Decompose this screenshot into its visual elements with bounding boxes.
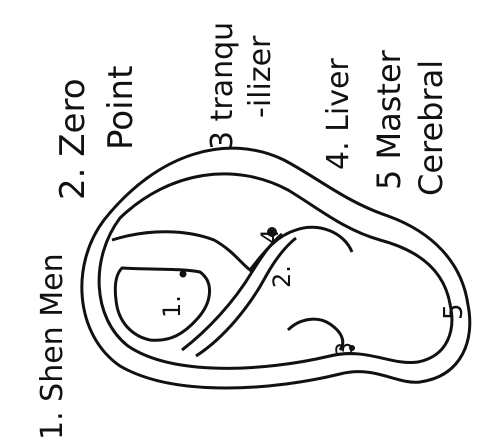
label-tranquilizer: 3 tranqu (205, 22, 240, 150)
label-master: 5 Master (370, 49, 408, 190)
label-zero-point: 2. Zero (53, 79, 93, 201)
marker-1: 1. (158, 295, 186, 318)
marker-3: 3 (333, 342, 358, 356)
point-1-dot (180, 271, 187, 278)
label-cerebral: Cerebral (412, 60, 450, 196)
marker-2: 2. (268, 265, 296, 288)
marker-4: 4 (256, 229, 284, 244)
label-point: Point (101, 66, 141, 150)
label-liver: 4. Liver (321, 58, 356, 170)
marker-5: 5 (439, 303, 469, 320)
label-shen-men: 1. Shen Men (35, 253, 70, 440)
concha-line-lower (196, 238, 296, 356)
ear-antihelix (112, 227, 352, 270)
label-ilizer: -ilizer (243, 35, 278, 118)
